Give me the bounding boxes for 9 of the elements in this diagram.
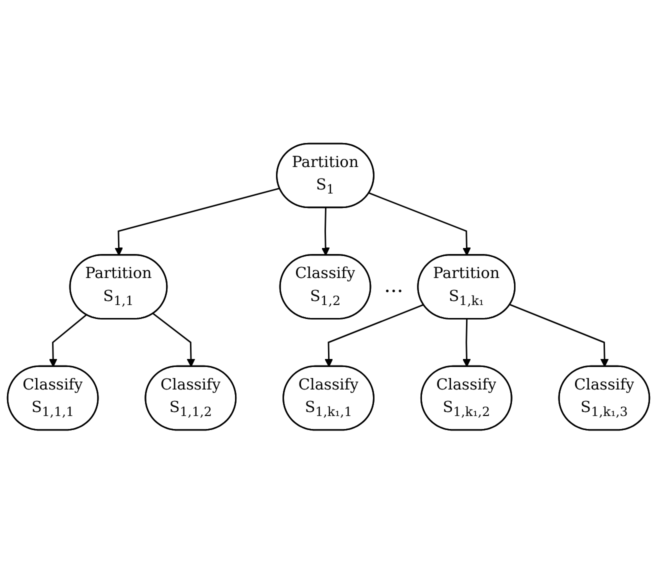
arrow (462, 318, 471, 367)
arrow (48, 314, 87, 367)
arrow (114, 187, 280, 256)
arrow (324, 304, 424, 367)
ellipsis-text: ... (384, 272, 404, 296)
arrow (321, 208, 330, 256)
arrow (368, 192, 471, 256)
arrow (510, 304, 609, 367)
arrow (152, 312, 196, 367)
